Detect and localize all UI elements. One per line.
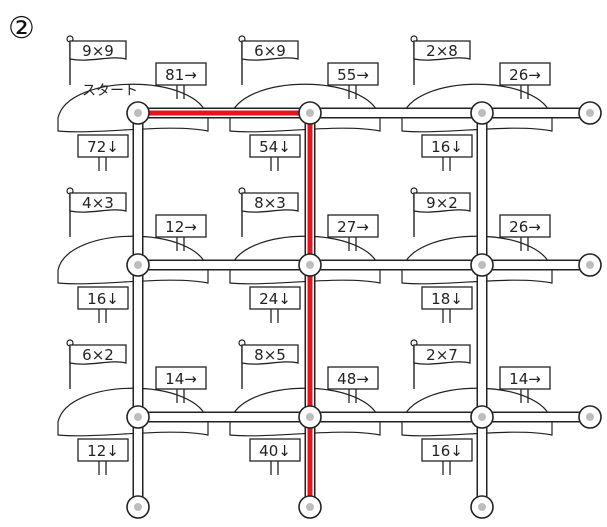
down-sign bbox=[77, 286, 129, 310]
right-sign-text: 26→ bbox=[509, 66, 541, 84]
junction-node-dot bbox=[306, 109, 314, 117]
right-sign-text: 26→ bbox=[509, 218, 541, 236]
right-sign-text: 55→ bbox=[337, 66, 369, 84]
right-sign-text: 48→ bbox=[337, 370, 369, 388]
right-sign bbox=[155, 62, 207, 86]
exit-node-bottom-dot bbox=[134, 503, 142, 511]
junction-node-dot bbox=[134, 261, 142, 269]
junction-node-dot bbox=[306, 261, 314, 269]
exit-node-bottom-dot bbox=[306, 503, 314, 511]
exit-node-right-dot bbox=[586, 261, 594, 269]
down-sign-text: 12↓ bbox=[87, 442, 119, 460]
right-sign bbox=[155, 214, 207, 238]
right-sign-text: 14→ bbox=[509, 370, 541, 388]
flag-banner bbox=[69, 192, 127, 213]
flag-text: 9×9 bbox=[82, 42, 114, 60]
junction-node-dot bbox=[134, 109, 142, 117]
down-sign-text: 54↓ bbox=[259, 138, 291, 156]
down-sign bbox=[421, 286, 473, 310]
right-sign-text: 27→ bbox=[337, 218, 369, 236]
right-sign-text: 81→ bbox=[165, 66, 197, 84]
flag-text: 9×2 bbox=[426, 194, 458, 212]
flag-text: 6×2 bbox=[82, 346, 114, 364]
flag-text: 8×5 bbox=[254, 346, 286, 364]
flag-text: 8×3 bbox=[254, 194, 286, 212]
right-sign-text: 14→ bbox=[165, 370, 197, 388]
flag-text: 4×3 bbox=[82, 194, 114, 212]
down-sign bbox=[77, 134, 129, 158]
exit-node-bottom-dot bbox=[478, 503, 486, 511]
right-sign bbox=[499, 214, 551, 238]
junction-node-dot bbox=[134, 413, 142, 421]
junction-node-dot bbox=[478, 261, 486, 269]
start-label: スタート bbox=[82, 83, 138, 99]
down-sign-text: 40↓ bbox=[259, 442, 291, 460]
down-sign-text: 16↓ bbox=[431, 138, 463, 156]
down-sign bbox=[77, 438, 129, 462]
down-sign bbox=[421, 438, 473, 462]
down-sign bbox=[249, 438, 301, 462]
exit-node-right-dot bbox=[586, 109, 594, 117]
junction-node-dot bbox=[306, 413, 314, 421]
down-sign-text: 72↓ bbox=[87, 138, 119, 156]
flags-layer: 9×9 6×9 2×8 4×3 8×3 9×2 6×2 8×5 2×7 bbox=[66, 35, 471, 389]
roads-layer bbox=[132, 107, 596, 513]
flag-text: 6×9 bbox=[254, 42, 286, 60]
down-sign bbox=[249, 286, 301, 310]
right-sign bbox=[499, 62, 551, 86]
right-sign bbox=[155, 366, 207, 390]
exit-node-right-dot bbox=[586, 413, 594, 421]
nodes-layer bbox=[126, 101, 602, 519]
right-sign bbox=[327, 366, 379, 390]
junction-node-dot bbox=[478, 413, 486, 421]
flag-banner bbox=[413, 344, 471, 365]
down-sign-text: 24↓ bbox=[259, 290, 291, 308]
down-sign-text: 16↓ bbox=[431, 442, 463, 460]
down-sign bbox=[249, 134, 301, 158]
flag-text: 2×7 bbox=[426, 346, 458, 364]
signs-layer: 81→ 72↓ 55→ 54↓ 26→ 16↓ 12→ 16↓ 27→ 24↓ 26→ 18↓ 14→ 1… bbox=[77, 62, 551, 475]
problem-number: ② bbox=[8, 11, 35, 46]
flag-text: 2×8 bbox=[426, 42, 458, 60]
flag-banner bbox=[413, 40, 471, 61]
right-sign-text: 12→ bbox=[165, 218, 197, 236]
right-sign bbox=[499, 366, 551, 390]
flag-banner bbox=[241, 344, 299, 365]
down-sign bbox=[421, 134, 473, 158]
right-sign bbox=[327, 62, 379, 86]
flag-banner bbox=[413, 192, 471, 213]
right-sign bbox=[327, 214, 379, 238]
down-sign-text: 18↓ bbox=[431, 290, 463, 308]
flag-banner bbox=[241, 40, 299, 61]
flag-banner bbox=[69, 344, 127, 365]
flag-banner bbox=[241, 192, 299, 213]
flag-banner bbox=[69, 40, 127, 61]
junction-node-dot bbox=[478, 109, 486, 117]
down-sign-text: 16↓ bbox=[87, 290, 119, 308]
